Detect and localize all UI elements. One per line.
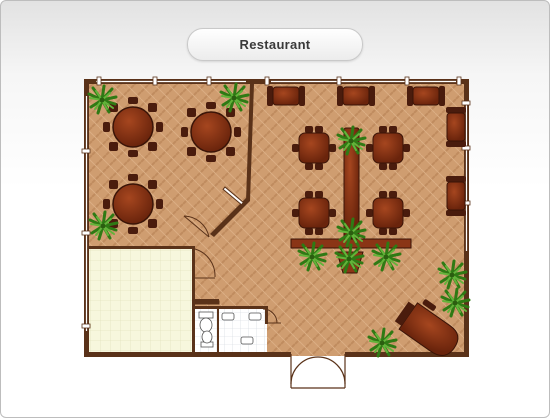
window-marks xyxy=(85,80,468,331)
round-table-icon[interactable] xyxy=(103,97,241,234)
door-icon[interactable] xyxy=(290,354,346,389)
interior-walls xyxy=(88,84,268,354)
kitchen-floor xyxy=(88,248,193,354)
square-table-icon[interactable] xyxy=(292,126,410,235)
diagram-title: Restaurant xyxy=(187,28,363,61)
toilet-icon xyxy=(198,311,262,348)
rect-table-icon[interactable] xyxy=(267,86,466,216)
reception-shelf xyxy=(195,299,219,304)
piano-icon[interactable] xyxy=(393,292,468,361)
